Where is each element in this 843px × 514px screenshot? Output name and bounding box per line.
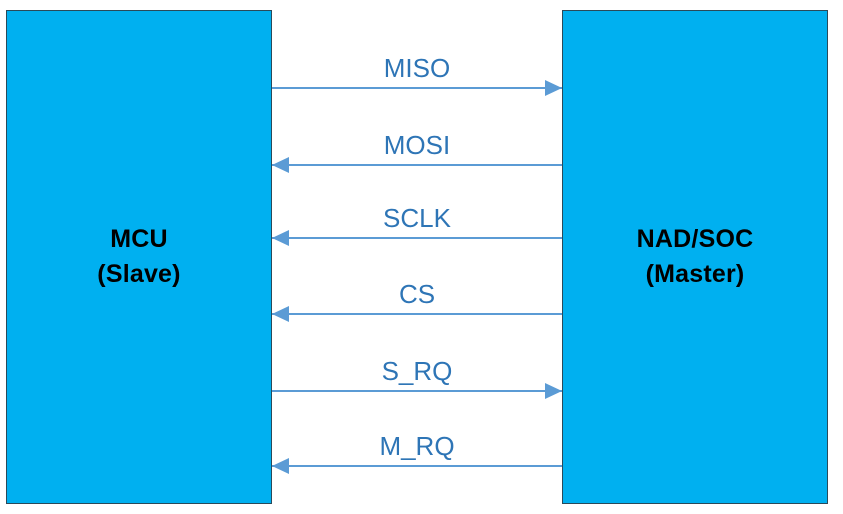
signal-line-cs <box>272 313 562 315</box>
arrowhead-left-icon-cs <box>272 306 289 322</box>
block-mcu: MCU (Slave) <box>6 10 272 504</box>
block-nad-soc-title: NAD/SOC <box>636 224 754 253</box>
block-mcu-role: (Slave) <box>97 260 181 288</box>
block-mcu-title: MCU <box>110 224 168 253</box>
block-nad-soc: NAD/SOC (Master) <box>562 10 828 504</box>
arrowhead-right-icon-s-rq <box>545 383 562 399</box>
block-nad-soc-role: (Master) <box>645 260 745 288</box>
signal-line-sclk <box>272 237 562 239</box>
signal-label-mosi: MOSI <box>383 130 451 160</box>
arrowhead-right-icon-miso <box>545 80 562 96</box>
signal-line-m-rq <box>272 465 562 467</box>
arrowhead-left-icon-sclk <box>272 230 289 246</box>
signal-label-cs: CS <box>398 279 436 309</box>
signal-label-miso: MISO <box>383 53 451 83</box>
signal-line-miso <box>272 87 562 89</box>
signal-label-sclk: SCLK <box>383 203 451 233</box>
signal-label-s-rq: S_RQ <box>381 356 453 386</box>
signal-line-s-rq <box>272 390 562 392</box>
signal-line-mosi <box>272 164 562 166</box>
arrowhead-left-icon-mosi <box>272 157 289 173</box>
arrowhead-left-icon-m-rq <box>272 458 289 474</box>
signal-label-m-rq: M_RQ <box>379 431 455 461</box>
